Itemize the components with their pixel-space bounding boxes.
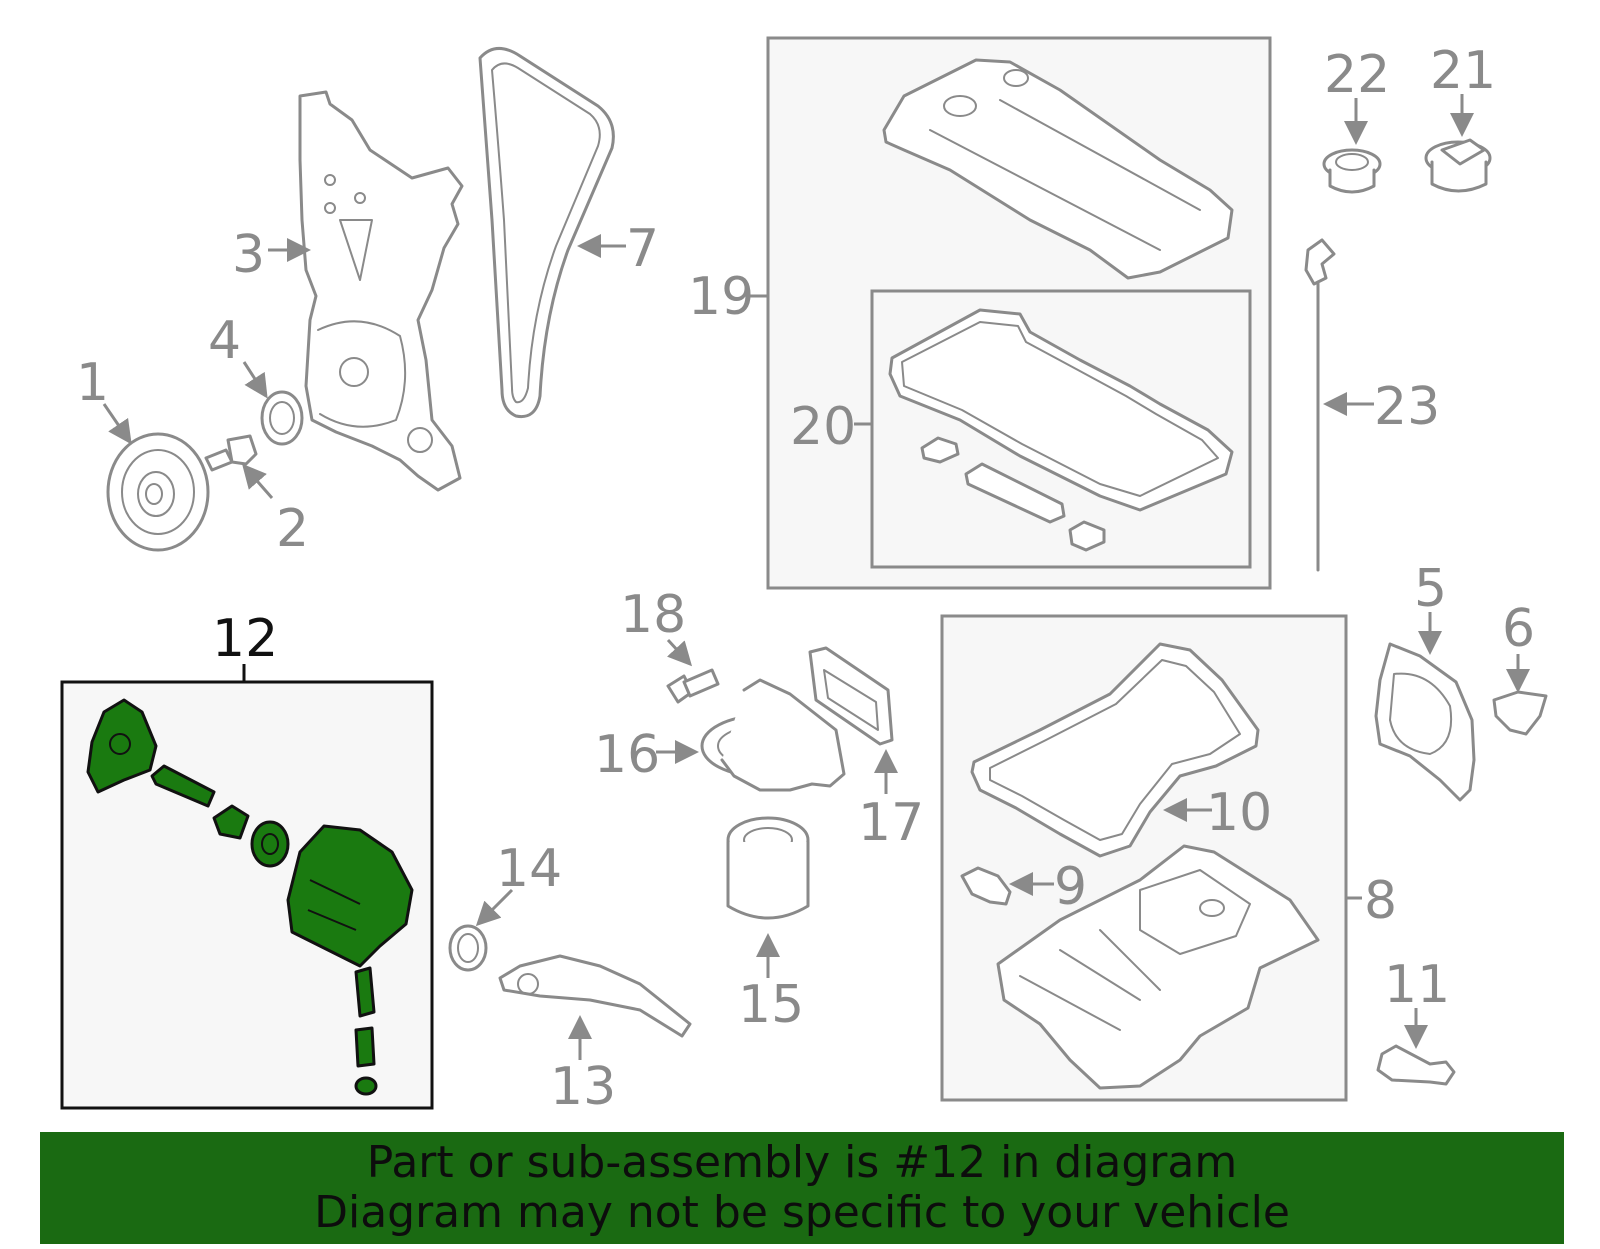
callout-19: 19 [688,267,754,327]
valve-cover-gasket [888,308,1234,512]
oil-filter-housing [700,678,846,792]
timing-chain [478,47,615,419]
pump-coupler [212,804,250,840]
callout-1: 1 [76,353,109,413]
spark-seal-a [920,436,960,464]
valve-cover-cap-port [943,95,977,117]
oil-pan-drain [1199,899,1225,917]
callout-7: 7 [626,219,659,279]
callout-20: 20 [790,397,856,457]
pump-plug [354,1076,378,1096]
pump-spring [354,1026,376,1068]
callout-16: 16 [594,725,660,785]
cover-bolt-a [324,174,336,186]
oil-pickup [498,954,692,1038]
callout-5: 5 [1414,559,1447,619]
callout-9: 9 [1054,857,1087,917]
front-seal [260,390,304,446]
cover-rib [339,219,373,281]
valve-cover-rib [929,129,1161,251]
callout-15: 15 [738,975,804,1035]
leader-1 [102,403,132,445]
cover-bolt-c [354,192,366,204]
crankshaft-pulley [106,432,210,552]
callout-18: 18 [620,585,686,645]
callout-14: 14 [496,839,562,899]
spark-seal-b [964,462,1066,524]
housing-gasket-inner [823,669,879,731]
banner-line-part: Part or sub-assembly is #12 in diagram [366,1137,1238,1188]
cover-hole [339,357,369,387]
pump-body [286,824,414,968]
rear-seal-housing [1374,642,1476,802]
oil-filler-cap [1424,138,1492,193]
dipstick [1304,238,1336,572]
callout-3: 3 [232,225,265,285]
callout-17: 17 [858,793,924,853]
cover-ring [317,320,407,428]
leader-18 [666,638,693,667]
oil-level-sensor [960,866,1012,906]
oil-pickup-port [517,973,539,995]
timing-chain-inner [491,62,601,404]
drain-plug [1376,1044,1456,1086]
o-ring [448,924,488,972]
oil-pan-gasket [970,642,1260,858]
breather-cap [1322,148,1382,194]
callout-8: 8 [1364,871,1397,931]
housing-bolt [666,668,720,704]
oil-pan [996,844,1320,1090]
rear-seal-housing-ring [1389,672,1452,755]
pulley-bolt [204,434,258,472]
leader-4 [242,361,268,399]
callout-13: 13 [550,1057,616,1117]
oil-pump-assembly [86,698,414,1096]
callout-11: 11 [1384,955,1450,1015]
housing-gasket [808,646,894,746]
oil-filter [726,816,810,920]
info-banner: Part or sub-assembly is #12 in diagram D… [40,1132,1564,1244]
banner-line-disclaimer: Diagram may not be specific to your vehi… [314,1187,1290,1238]
oil-pan-rib [1019,929,1161,1031]
pump-relief-valve [354,966,376,1018]
cover-hole-small [407,427,433,453]
callout-10: 10 [1206,783,1272,843]
leader-14 [475,888,514,927]
callout-2: 2 [276,499,309,559]
callout-4: 4 [208,311,241,371]
valve-cover-rib-2 [999,99,1201,211]
pump-cover [86,698,158,794]
callout-22: 22 [1324,45,1390,105]
oil-pan-sump [1139,869,1251,955]
timing-cover [298,90,464,492]
callout-12: 12 [212,609,278,669]
spark-seal-c [1068,520,1106,552]
callout-23: 23 [1374,377,1440,437]
small-bracket [1492,690,1548,736]
pump-gear [250,820,290,868]
pump-shaft [150,764,216,808]
oil-pan-gasket-inner [989,659,1241,841]
valve-cover-breather [1003,69,1029,87]
callout-21: 21 [1430,41,1496,101]
valve-cover [882,58,1234,280]
leader-2 [242,463,274,499]
callout-6: 6 [1502,599,1535,659]
valve-cover-gasket-inner [901,321,1219,497]
cover-bolt-b [324,202,336,214]
